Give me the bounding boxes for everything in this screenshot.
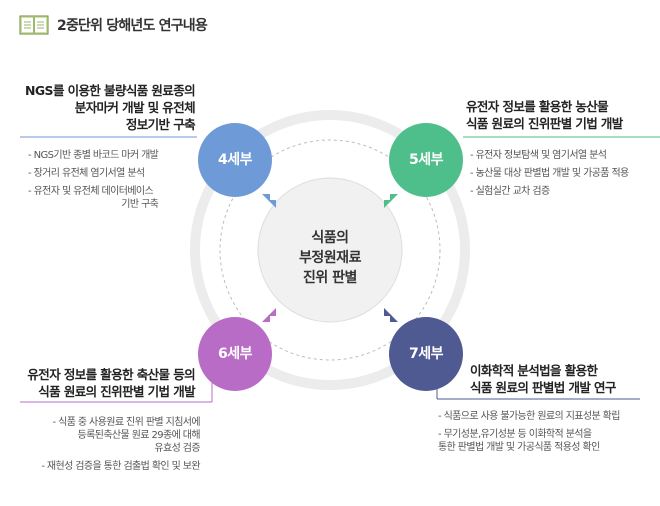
- q3-arrow-icon: [262, 308, 276, 322]
- q1-circle: [198, 123, 272, 197]
- q1-list: - NGS기반 종별 바코드 마커 개발 - 장거리 유전체 염기서열 분석 -…: [28, 149, 159, 216]
- q4-arrow-icon: [384, 308, 398, 322]
- q4-circle: [389, 317, 463, 391]
- q4-list: - 식품으로 사용 불가능한 원료의 지표성분 확립 - 무기성분,유기성분 등…: [438, 410, 620, 459]
- center-circle: [257, 177, 403, 323]
- q4-title-line: 식품 원료의 판별법 개발 연구: [470, 380, 616, 395]
- center-line: 진위 판별: [303, 270, 357, 286]
- q4-title: 이화학적 분석법을 활용한 식품 원료의 판별법 개발 연구: [470, 362, 616, 396]
- list-item: - 식품으로 사용 불가능한 원료의 지표성분 확립: [438, 411, 620, 422]
- q2-arrow-icon: [384, 194, 398, 208]
- q3-label: 6세부: [217, 346, 253, 362]
- list-item-line: 기반 구축: [121, 199, 159, 210]
- q3-title: 유전자 정보를 활용한 축산물 등의 식품 원료의 진위판별 기법 개발: [27, 366, 195, 400]
- q2-circle: [389, 123, 463, 197]
- section-header: 2중단위 당해년도 연구내용: [19, 14, 208, 36]
- q1-title: NGS를 이용한 불량식품 원료종의 분자마커 개발 및 유전체 정보기반 구축: [25, 82, 196, 133]
- q1-title-line: 분자마커 개발 및 유전체: [74, 100, 196, 115]
- q2-title-line: 유전자 정보를 활용한 농산물: [466, 99, 609, 114]
- list-item: - 실험실간 교차 검증: [470, 186, 550, 197]
- q2-title-line: 식품 원료의 진위판별 기법 개발: [466, 116, 623, 131]
- q4-title-line: 이화학적 분석법을 활용한: [470, 363, 598, 378]
- list-item-line: - 식품 중 사용원료 진위 판별 지침서에: [52, 417, 201, 428]
- center-label: 식품의 부정원재료 진위 판별: [278, 228, 382, 288]
- list-item: - 무기성분,유기성분 등 이화학적 분석을 통한 판별법 개발 및 가공식품 …: [438, 428, 620, 454]
- q3-list: - 식품 중 사용원료 진위 판별 지침서에 등록된축산물 원료 29종에 대해…: [41, 416, 200, 478]
- list-item-line: - 무기성분,유기성분 등 이화학적 분석을: [438, 429, 592, 440]
- outer-ring: [190, 110, 470, 390]
- list-item: - 농산물 대상 판별법 개발 및 가공품 적용: [470, 168, 629, 179]
- q4-label: 7세부: [408, 346, 444, 362]
- list-item-line: - 유전자 및 유전체 데이터베이스: [28, 186, 154, 197]
- dashed-ring: [219, 139, 441, 361]
- list-item: - 재현성 검증을 통한 검출법 확인 및 보완: [41, 461, 200, 472]
- q2-list: - 유전자 정보탐색 및 염기서열 분석 - 농산물 대상 판별법 개발 및 가…: [470, 149, 629, 203]
- q1-arrow-icon: [262, 194, 276, 208]
- center-line: 부정원재료: [299, 250, 361, 266]
- q3-circle: [198, 317, 272, 391]
- list-item: - 유전자 및 유전체 데이터베이스 기반 구축: [28, 185, 159, 211]
- q2-label: 5세부: [408, 152, 444, 168]
- q3-title-line: 식품 원료의 진위판별 기법 개발: [38, 384, 195, 399]
- list-item-line: 통한 판별법 개발 및 가공식품 적용성 확인: [438, 442, 600, 453]
- list-item: - 유전자 정보탐색 및 염기서열 분석: [470, 150, 607, 161]
- list-item-line: 유효성 검증: [154, 443, 200, 454]
- q1-title-line: NGS를 이용한 불량식품 원료종의: [25, 83, 196, 98]
- list-item: - 식품 중 사용원료 진위 판별 지침서에 등록된축산물 원료 29종에 대해…: [41, 416, 201, 455]
- q1-title-line: 정보기반 구축: [125, 117, 196, 132]
- center-line: 식품의: [311, 230, 349, 246]
- list-item: - 장거리 유전체 염기서열 분석: [28, 168, 145, 179]
- q2-title: 유전자 정보를 활용한 농산물 식품 원료의 진위판별 기법 개발: [466, 98, 623, 132]
- q3-title-line: 유전자 정보를 활용한 축산물 등의: [27, 367, 195, 382]
- q1-label: 4세부: [217, 152, 253, 168]
- list-item: - NGS기반 종별 바코드 마커 개발: [28, 150, 159, 161]
- section-title: 2중단위 당해년도 연구내용: [57, 18, 208, 34]
- list-item-line: 등록된축산물 원료 29종에 대해: [77, 430, 201, 441]
- book-icon: [19, 15, 49, 35]
